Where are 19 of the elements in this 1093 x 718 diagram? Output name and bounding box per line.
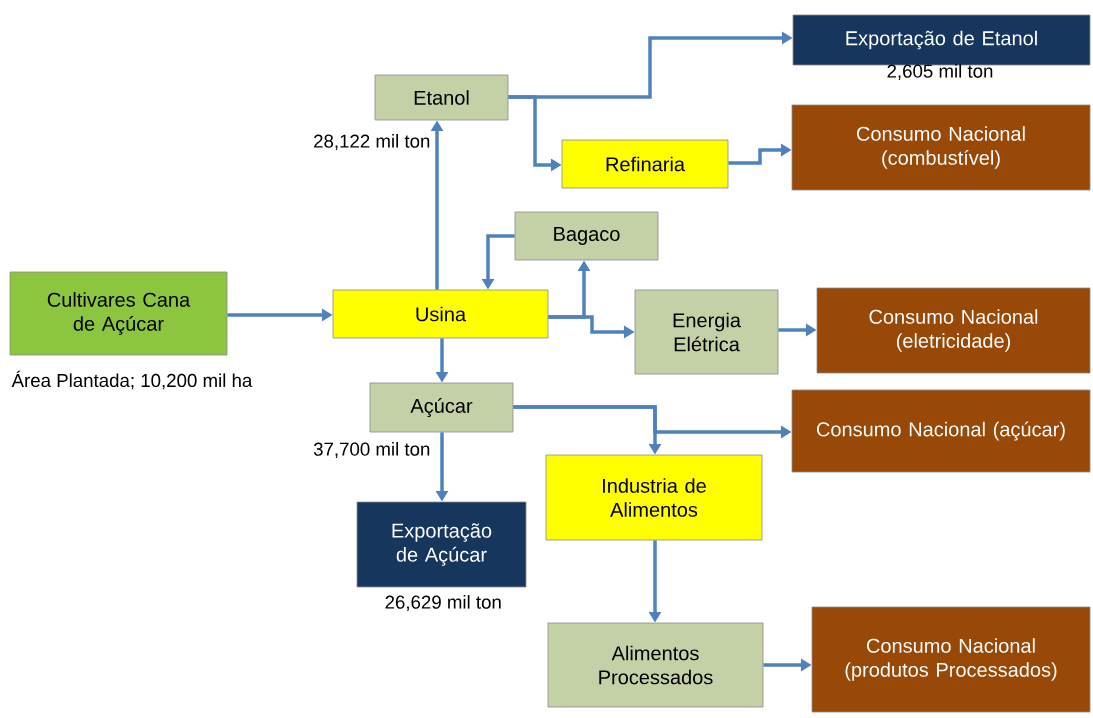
- export-box: Exportação de Açúcar: [356, 501, 527, 588]
- product-box: Açúcar: [369, 382, 514, 433]
- process-box: Refinaria: [561, 139, 729, 189]
- quantity-label: Área Plantada; 10,200 mil ha: [11, 370, 253, 390]
- consumption-box: Consumo Nacional (produtos Processados): [811, 606, 1091, 713]
- consumption-box: Consumo Nacional (combustível): [791, 104, 1091, 191]
- source-box: Cultivares Cana de Açúcar: [9, 271, 228, 356]
- product-box: Energia Elétrica: [634, 289, 779, 375]
- quantity-label: 26,629 mil ton: [385, 595, 501, 611]
- quantity-label: 28,122 mil ton: [314, 134, 430, 150]
- product-box: Bagaco: [514, 211, 659, 261]
- process-box: Industria de Alimentos: [545, 454, 763, 541]
- process-box: Usina: [332, 289, 549, 339]
- product-box: Alimentos Processados: [547, 622, 764, 708]
- product-box: Etanol: [374, 74, 509, 121]
- quantity-label: 37,700 mil ton: [313, 442, 430, 458]
- consumption-box: Consumo Nacional (eletricidade): [816, 287, 1091, 374]
- consumption-box: Consumo Nacional (açúcar): [791, 389, 1091, 473]
- quantity-label: 2,605 mil ton: [887, 64, 993, 80]
